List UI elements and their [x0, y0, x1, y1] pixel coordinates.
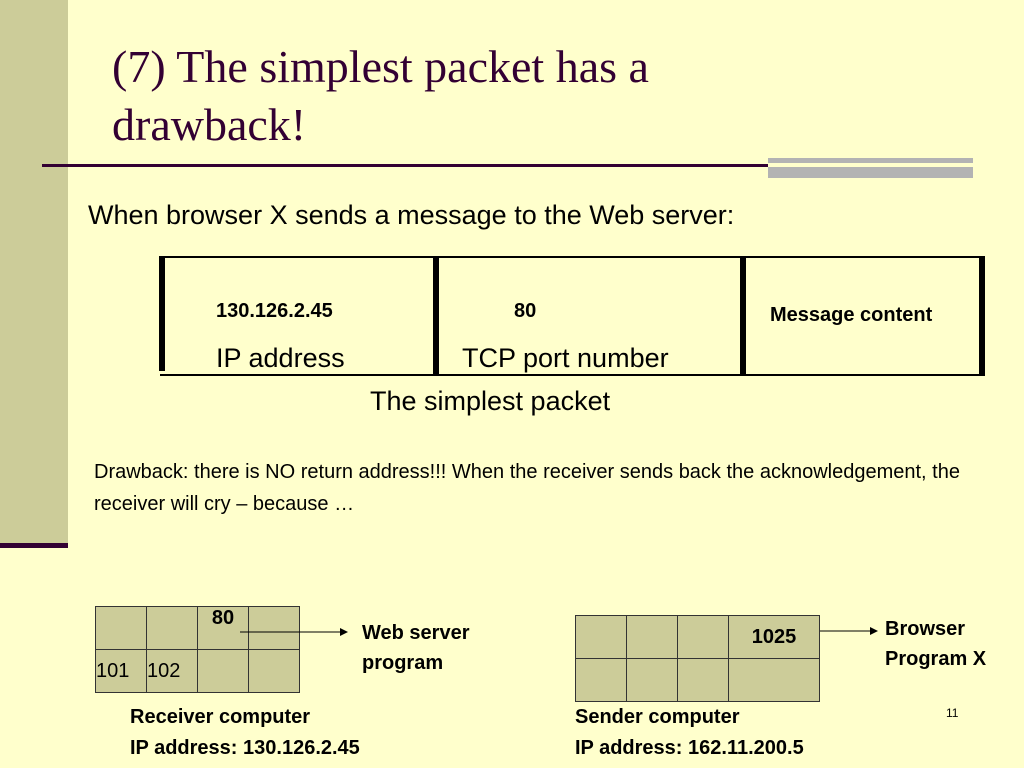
sender-grid-row-top: 1025	[575, 615, 820, 659]
sender-cell	[626, 615, 678, 659]
receiver-cell	[197, 649, 249, 693]
title-rule-line	[42, 164, 786, 167]
slide-subtitle: When browser X sends a message to the We…	[88, 200, 735, 230]
receiver-arrow	[240, 628, 348, 636]
receiver-cell	[248, 649, 300, 693]
receiver-cell-port: 102	[146, 649, 198, 693]
packet-message-content: Message content	[770, 304, 933, 326]
slide-title: (7) The simplest packet has a drawback!	[112, 41, 649, 150]
sender-caption-title: Sender computer	[575, 706, 740, 728]
receiver-cell	[248, 606, 300, 650]
packet-divider-ip-port	[433, 256, 439, 376]
receiver-port-grid: 80 101 102	[95, 606, 300, 693]
packet-divider-left	[159, 256, 165, 371]
page-number: 11	[946, 706, 959, 720]
receiver-caption-title: Receiver computer	[130, 706, 311, 728]
sender-caption-ip: IP address: 162.11.200.5	[575, 737, 804, 759]
drawback-text: Drawback: there is NO return address!!! …	[94, 461, 960, 515]
sender-cell-port: 1025	[728, 615, 820, 659]
receiver-caption-ip: IP address: 130.126.2.45	[130, 737, 360, 759]
sender-cell	[728, 658, 820, 702]
packet-port-value: 80	[514, 300, 537, 322]
sender-grid-row-bottom	[575, 658, 820, 702]
sender-port-grid: 1025	[575, 615, 820, 702]
sender-cell	[575, 658, 627, 702]
receiver-cell	[95, 606, 147, 650]
packet-caption: The simplest packet	[370, 386, 611, 416]
sender-cell	[677, 615, 729, 659]
left-band-accent-bar	[0, 543, 68, 548]
receiver-grid-row-top: 80	[95, 606, 300, 650]
packet-divider-right	[979, 256, 985, 376]
receiver-cell-port: 80	[197, 606, 249, 650]
packet-divider-port-msg	[740, 256, 746, 376]
packet-port-label: TCP port number	[462, 343, 669, 373]
sender-program-label: Browser Program X	[885, 618, 987, 670]
left-decorative-band	[0, 0, 68, 548]
receiver-grid-row-bottom: 101 102	[95, 649, 300, 693]
packet-ip-value: 130.126.2.45	[216, 300, 333, 322]
receiver-cell	[146, 606, 198, 650]
sender-cell	[626, 658, 678, 702]
sender-cell	[575, 615, 627, 659]
packet-ip-label: IP address	[216, 343, 345, 373]
packet-top-border	[160, 256, 985, 258]
receiver-program-label: Web server program	[362, 622, 470, 674]
sender-cell	[677, 658, 729, 702]
sender-arrow	[820, 627, 878, 635]
packet-bottom-border	[160, 374, 985, 376]
title-rule-block	[768, 158, 973, 178]
receiver-cell-port: 101	[95, 649, 147, 693]
